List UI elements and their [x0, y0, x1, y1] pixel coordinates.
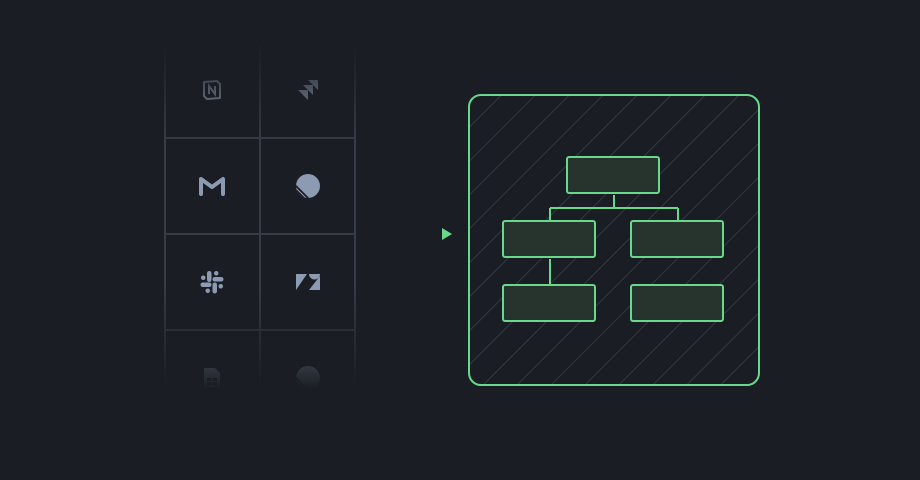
hierarchy-panel: [468, 94, 760, 386]
gmail-icon: [199, 177, 225, 196]
tree-node-child-right: [630, 220, 724, 258]
notion-icon: [203, 80, 221, 100]
grid-tile-zendesk[interactable]: [260, 234, 356, 330]
grid-tile-google-sheets[interactable]: [164, 330, 260, 390]
grid-tile-slack[interactable]: [164, 234, 260, 330]
google-sheets-icon: [204, 368, 220, 388]
zendesk-icon: [296, 274, 320, 290]
jira-icon: [298, 80, 318, 100]
arrow-head: [442, 228, 452, 240]
grid-lines: [164, 40, 356, 390]
connector-arrow: [356, 228, 452, 240]
grid-tile-jira[interactable]: [260, 42, 356, 138]
panel-border: [468, 94, 760, 386]
linear-icon: [296, 174, 320, 198]
tree-node-root: [566, 156, 660, 194]
tree-node-child-left: [502, 220, 596, 258]
grid-tile-linear[interactable]: [260, 138, 356, 234]
tree-connectors: [549, 195, 679, 285]
grid-tile-gmail[interactable]: [164, 138, 260, 234]
tree-node-grandchild-left: [502, 284, 596, 322]
grid-tile-linear-secondary[interactable]: [260, 330, 356, 390]
linear-icon: [296, 366, 320, 390]
slack-icon: [200, 271, 224, 294]
grid-tile-notion[interactable]: [164, 42, 260, 138]
integration-grid: [164, 40, 356, 390]
tree-node-grandchild-right: [630, 284, 724, 322]
